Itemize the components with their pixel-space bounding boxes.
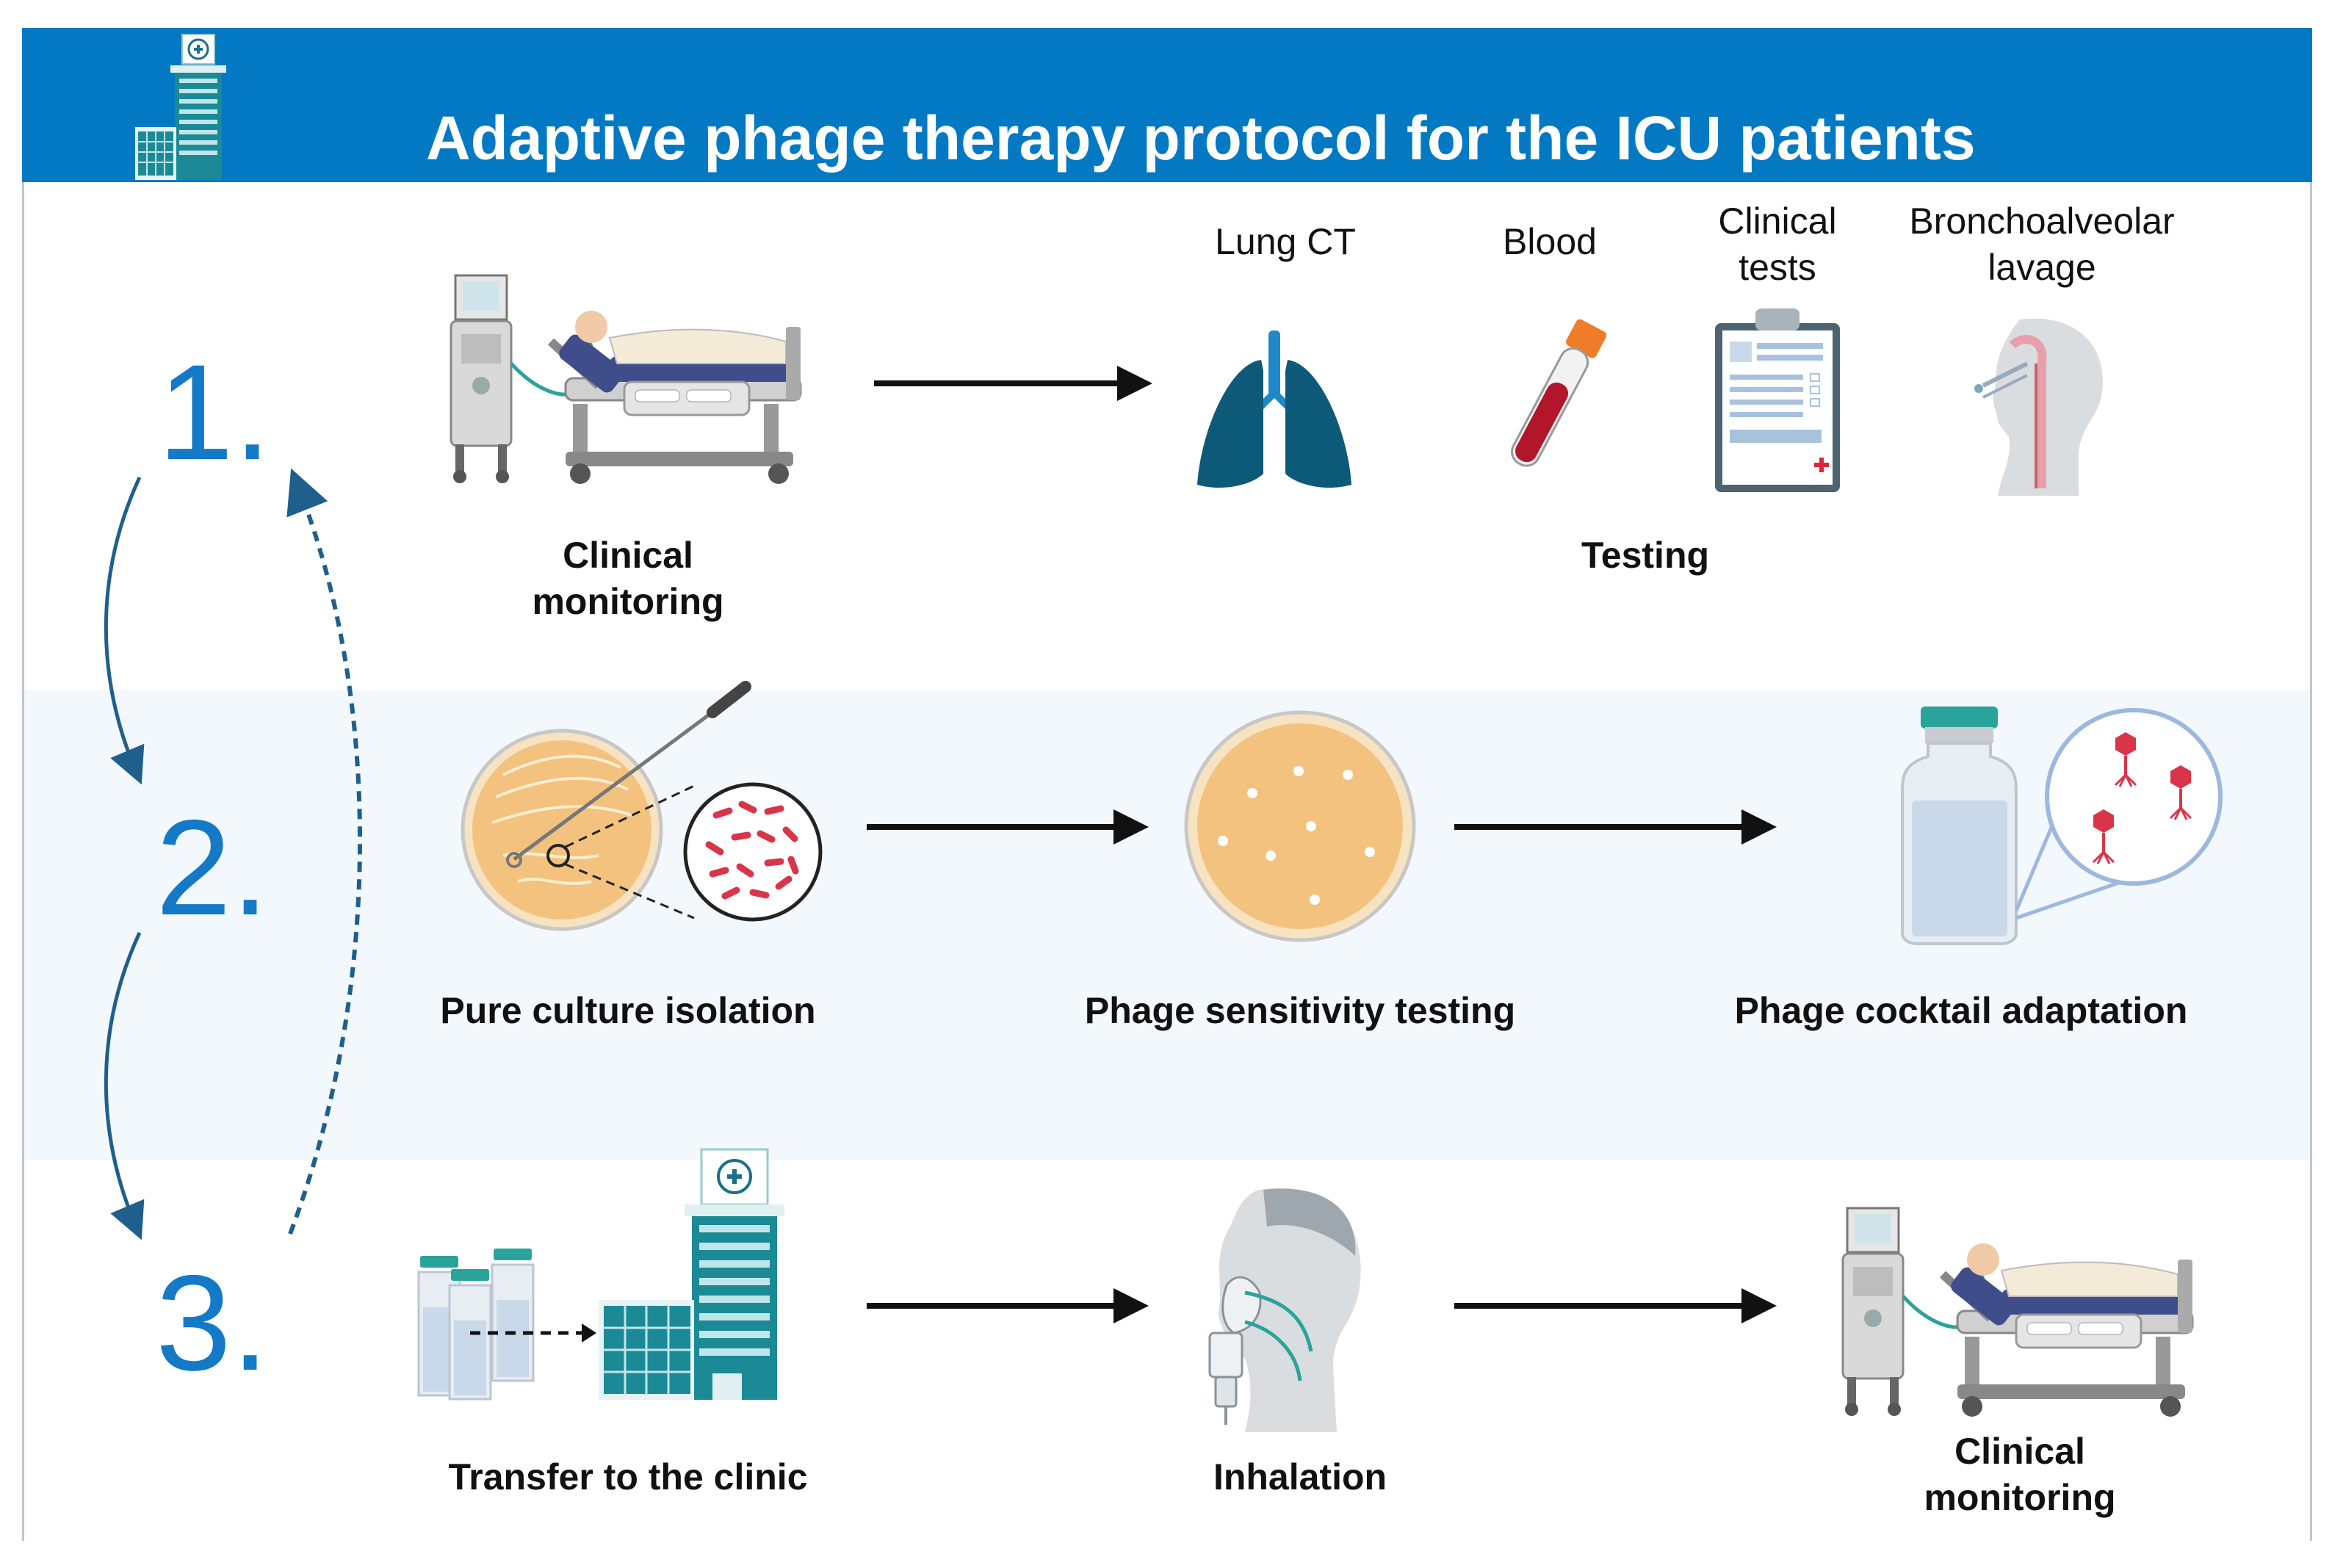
arrow-step2-to-step3 bbox=[104, 931, 145, 1240]
diagram-frame bbox=[22, 28, 2312, 1541]
petri-dish-streak-icon bbox=[461, 681, 823, 931]
header-bar bbox=[22, 28, 2312, 182]
icu-bed-patient-icon bbox=[450, 274, 802, 484]
blood-tube-icon bbox=[1511, 319, 1607, 467]
hospital-header-icon bbox=[135, 34, 226, 180]
stage-label-phage-cocktail: Phage cocktail adaptation bbox=[1734, 990, 2188, 1031]
lungs-icon bbox=[1197, 330, 1351, 488]
petri-dish-plaques-icon bbox=[1184, 710, 1416, 942]
test-label-lung-ct: Lung CT bbox=[1215, 221, 1356, 262]
step-number-2: 2. bbox=[156, 792, 270, 944]
test-label-bronchoalveolar-lavage: Bronchoalveolar lavage bbox=[1909, 200, 2175, 288]
inhalation-head-icon bbox=[1208, 1188, 1361, 1432]
inhalation-label: Inhalation bbox=[1213, 1456, 1387, 1497]
step-number-1: 1. bbox=[158, 337, 272, 488]
stage-label-phage-sensitivity: Phage sensitivity testing bbox=[1084, 990, 1516, 1031]
arrow-step1-to-step2 bbox=[104, 476, 145, 785]
clinical-monitoring-label-row1: Clinical monitoring bbox=[532, 535, 724, 622]
vials-to-hospital-icon bbox=[417, 1148, 784, 1401]
test-label-clinical-tests: Clinical tests bbox=[1718, 200, 1837, 288]
lavage-head-icon bbox=[1974, 318, 2103, 496]
test-label-blood: Blood bbox=[1503, 221, 1597, 262]
phage-vial-icon bbox=[1901, 707, 2223, 945]
clipboard-icon bbox=[1715, 308, 1840, 492]
diagram-title: Adaptive phage therapy protocol for the … bbox=[426, 104, 1976, 173]
transfer-to-clinic-label: Transfer to the clinic bbox=[448, 1456, 808, 1497]
stage-label-pure-culture: Pure culture isolation bbox=[440, 990, 816, 1031]
icu-bed-patient-icon-row3 bbox=[1841, 1207, 2194, 1417]
testing-label: Testing bbox=[1581, 535, 1710, 576]
arrow-step3-to-step1-dashed bbox=[286, 468, 363, 1235]
step-number-3: 3. bbox=[156, 1248, 270, 1399]
clinical-monitoring-label-row3: Clinical monitoring bbox=[1924, 1431, 2116, 1518]
